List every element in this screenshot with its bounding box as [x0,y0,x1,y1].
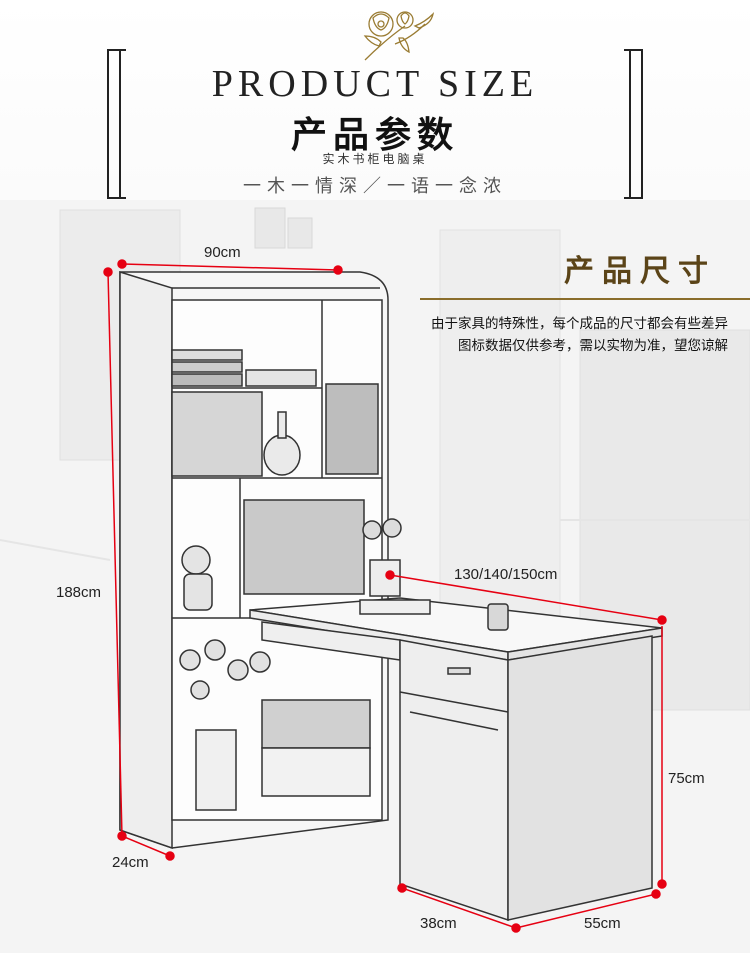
disclaimer-line-1: 由于家具的特殊性，每个成品的尺寸都会有些差异 [431,316,728,331]
section-title: 产品尺寸 [564,254,716,289]
product-subtitle: 实木书柜电脑桌 [322,152,428,166]
dim-desk-height: 75cm [668,770,705,787]
tagline: 一木一情深／一语一念浓 [243,176,507,196]
title-chinese: 产品参数 [290,114,459,156]
dim-cabinet-depth: 38cm [420,915,457,932]
dim-bookcase-width: 90cm [204,244,241,261]
section-divider [420,298,750,300]
flower-emblem-icon [363,11,435,61]
disclaimer-line-2: 图标数据仅供参考，需以实物为准，望您谅解 [458,338,728,353]
dim-total-height: 188cm [56,584,102,601]
header-frame [107,49,643,199]
title-english: PRODUCT SIZE [211,63,539,105]
dim-desk-depth: 55cm [584,915,621,932]
dim-bookcase-depth: 24cm [112,854,149,871]
dim-desk-length: 130/140/150cm [454,566,558,583]
